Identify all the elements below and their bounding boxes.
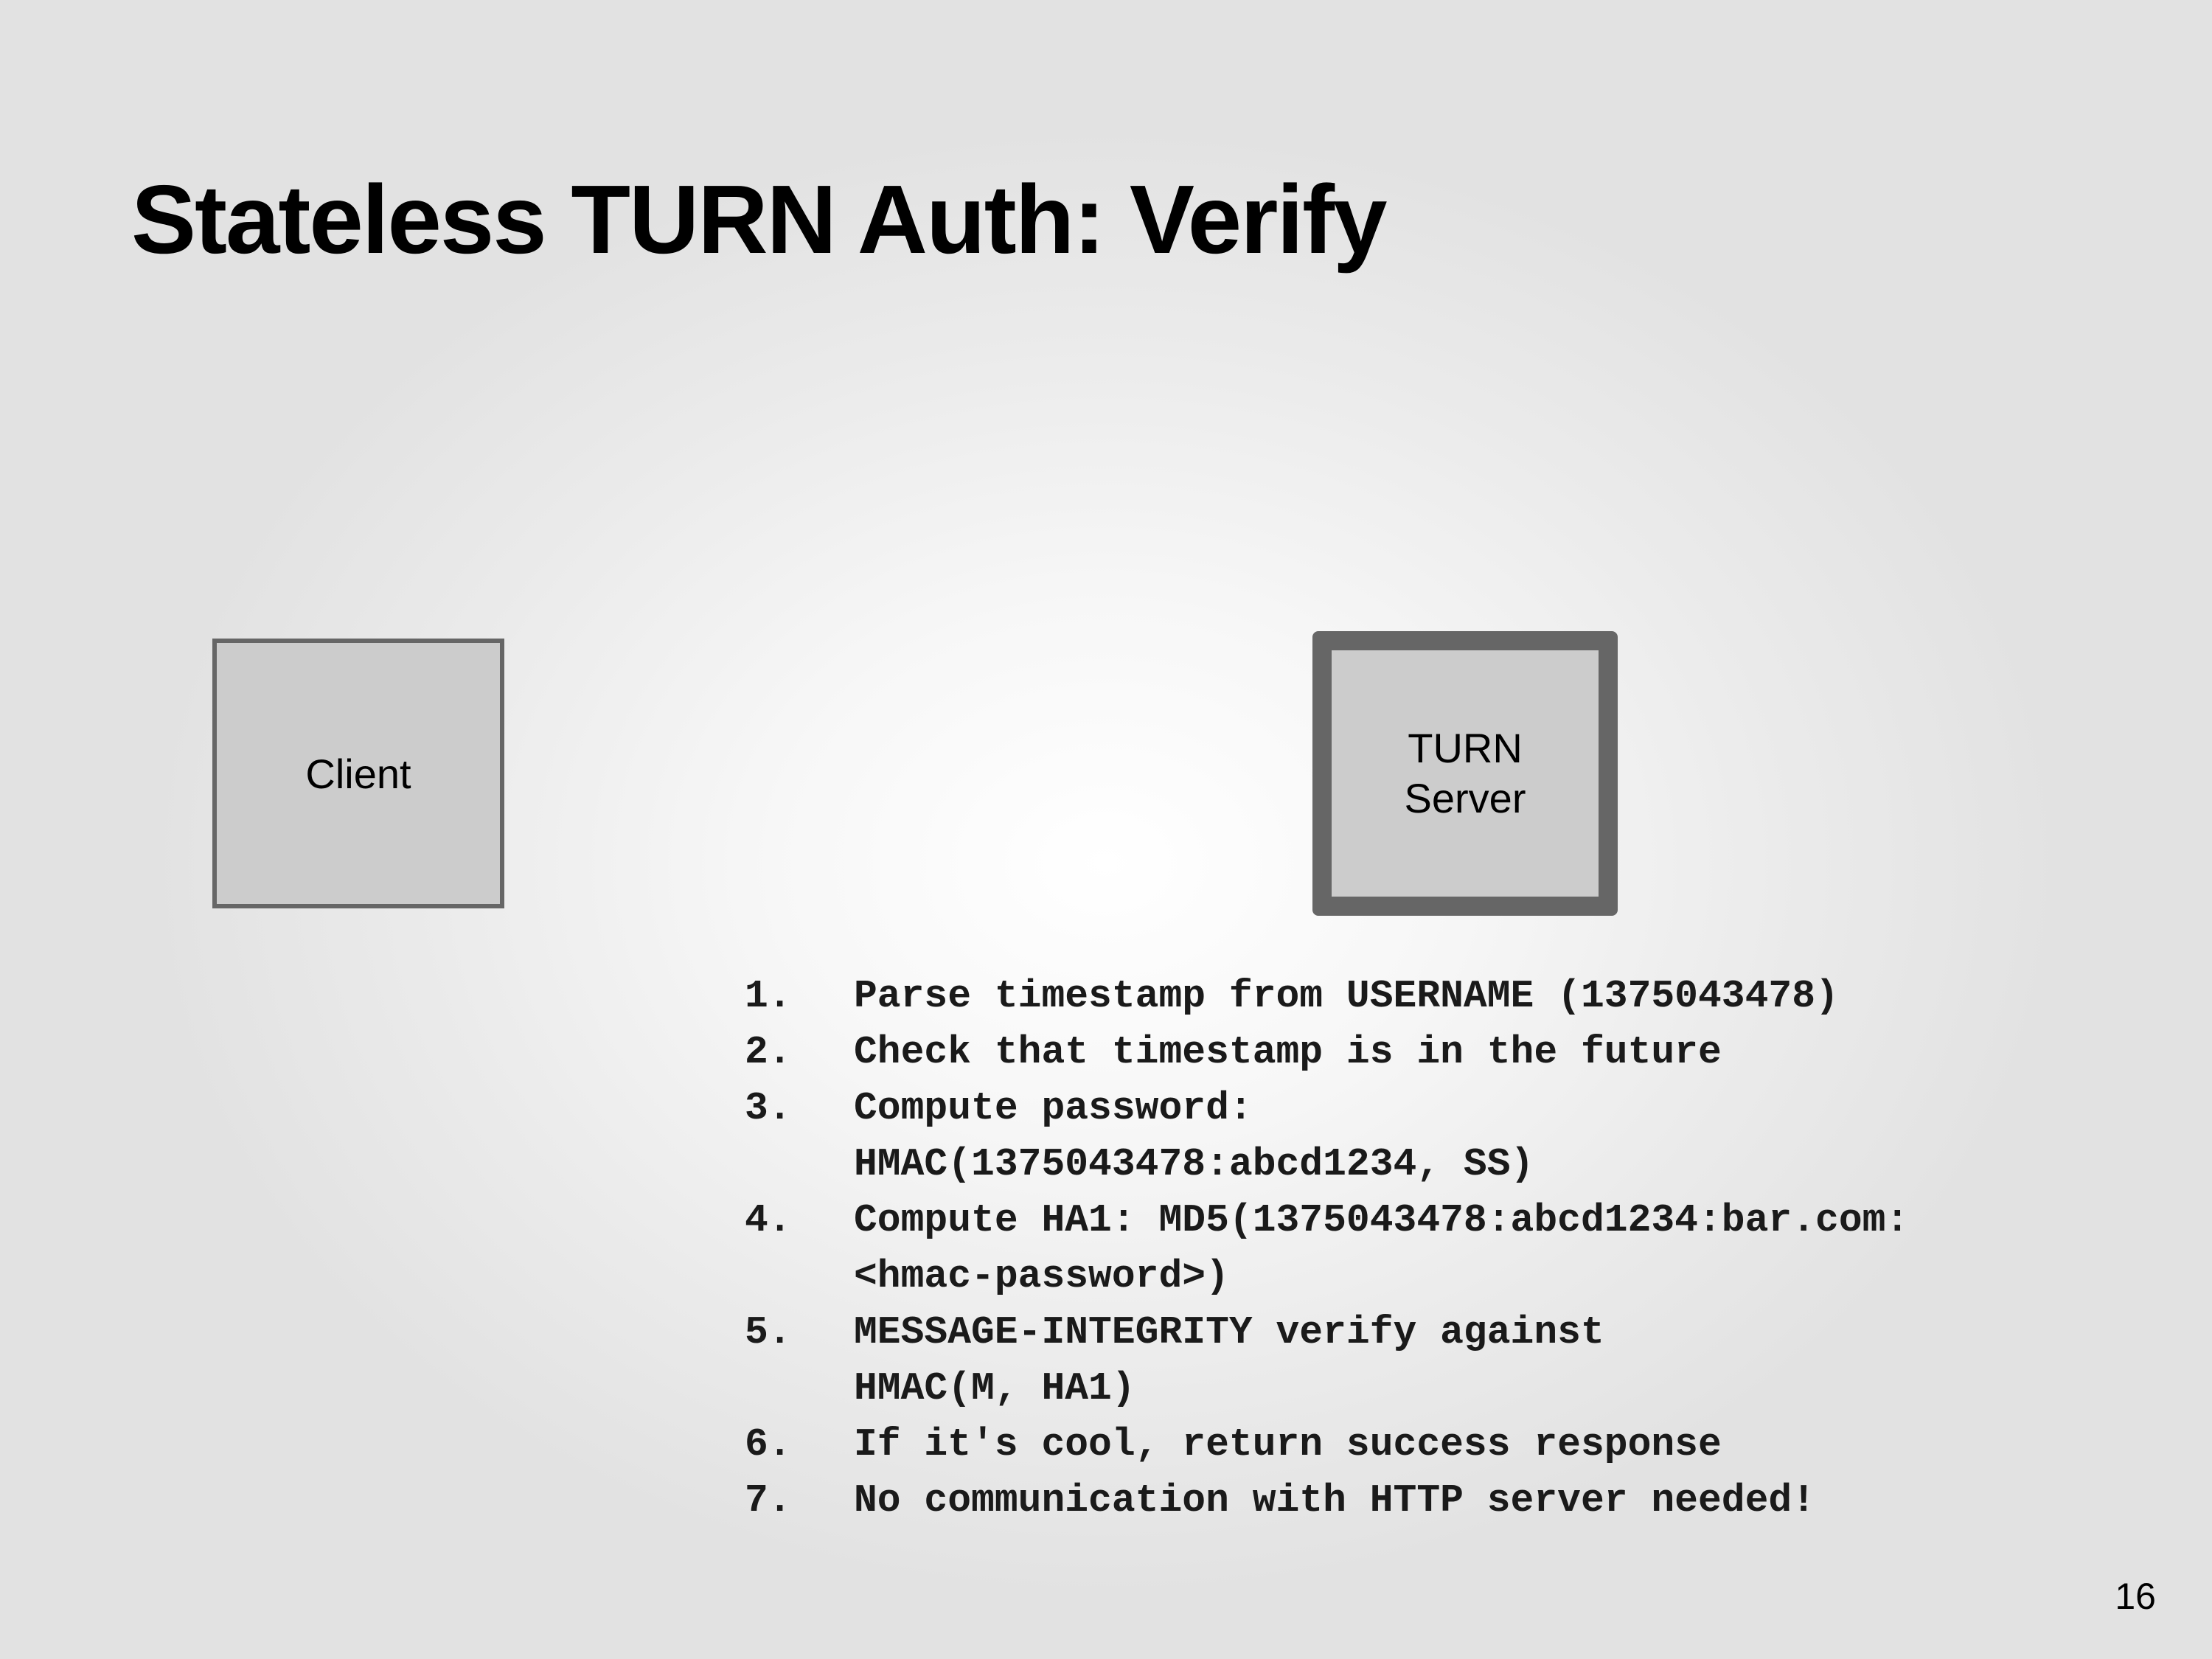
slide-title: Stateless TURN Auth: Verify xyxy=(131,165,1388,274)
turn-server-node-label: TURN Server xyxy=(1404,725,1526,821)
step-text: Parse timestamp from USERNAME (137504347… xyxy=(854,974,1839,1018)
step-number: 4. xyxy=(745,1198,792,1242)
step-text: Check that timestamp is in the future xyxy=(854,1030,1722,1074)
step-number: 6. xyxy=(745,1422,792,1467)
step-number: 5. xyxy=(745,1310,792,1354)
step-number: 2. xyxy=(745,1030,792,1074)
page-number: 16 xyxy=(2115,1576,2156,1617)
step-item: 1. Parse timestamp from USERNAME (137504… xyxy=(745,968,2063,1024)
verification-steps-list: 1. Parse timestamp from USERNAME (137504… xyxy=(745,968,2063,1528)
turn-server-node: TURN Server xyxy=(1312,631,1618,916)
step-item: 6. If it's cool, return success response xyxy=(745,1416,2063,1472)
step-text: MESSAGE-INTEGRITY verify against HMAC(M,… xyxy=(854,1310,1604,1411)
step-text: Compute password: HMAC(1375043478:abcd12… xyxy=(854,1086,1534,1186)
step-number: 7. xyxy=(745,1478,792,1523)
step-text: No communication with HTTP server needed… xyxy=(854,1478,1816,1523)
step-text: If it's cool, return success response xyxy=(854,1422,1722,1467)
client-node-label: Client xyxy=(305,750,411,797)
step-item: 4. Compute HA1: MD5(1375043478:abcd1234:… xyxy=(745,1192,2063,1304)
client-node: Client xyxy=(212,639,504,908)
step-number: 1. xyxy=(745,974,792,1018)
step-item: 3. Compute password: HMAC(1375043478:abc… xyxy=(745,1080,2063,1192)
step-text: Compute HA1: MD5(1375043478:abcd1234:bar… xyxy=(854,1198,1910,1298)
step-number: 3. xyxy=(745,1086,792,1130)
step-item: 5. MESSAGE-INTEGRITY verify against HMAC… xyxy=(745,1304,2063,1416)
step-item: 7. No communication with HTTP server nee… xyxy=(745,1472,2063,1528)
step-item: 2. Check that timestamp is in the future xyxy=(745,1024,2063,1080)
